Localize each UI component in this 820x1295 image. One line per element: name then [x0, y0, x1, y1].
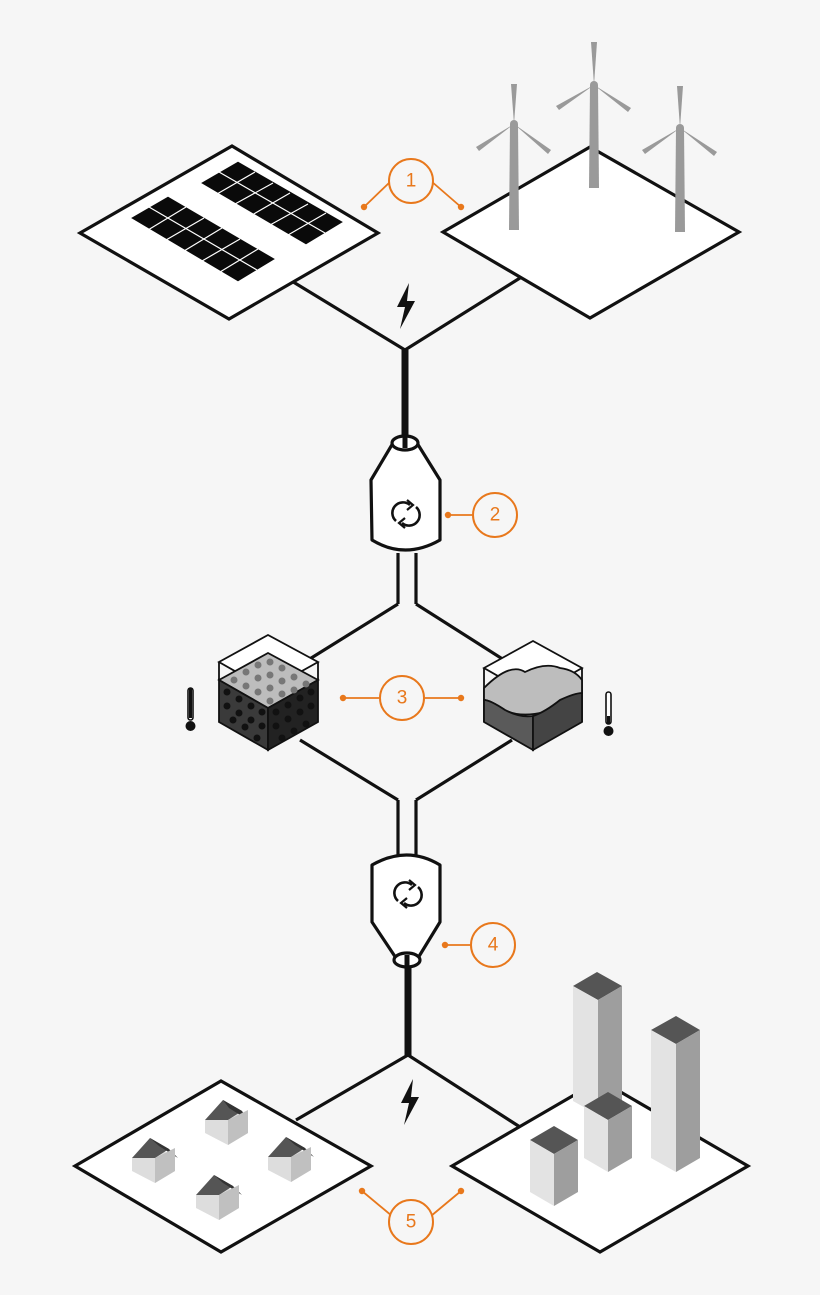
marker-label: 1 [406, 171, 417, 192]
converter-icon [369, 434, 442, 604]
building-icon [573, 972, 622, 1115]
converter-icon [370, 853, 442, 969]
double-cable-bottom [396, 800, 418, 855]
bottom-junction [295, 1053, 521, 1129]
refresh-icon [391, 499, 421, 529]
marker-5-consumption: 5 [358, 1187, 465, 1245]
wind-turbine-icon [476, 84, 551, 230]
marker-label: 2 [490, 505, 501, 526]
refresh-icon [393, 879, 423, 909]
storage-loop [299, 602, 513, 802]
marker-2-charging: 2 [444, 492, 518, 538]
lightning-bolt-icon [397, 283, 415, 329]
building-icon [530, 1126, 578, 1206]
house-icon [205, 1100, 248, 1145]
thermometer-icon [185, 687, 196, 731]
wind-turbine-icon [556, 42, 631, 188]
marker-label: 5 [406, 1212, 417, 1233]
solar-panel-icon [128, 160, 346, 283]
marker-4-discharging: 4 [441, 922, 516, 968]
marker-1-generation: 1 [360, 158, 465, 211]
thermometer-icon [603, 691, 614, 736]
building-icon [651, 1016, 700, 1172]
residential-area [71, 1079, 375, 1254]
marker-3-storage: 3 [339, 675, 465, 721]
commercial-area [448, 972, 752, 1254]
lightning-bolt-icon [401, 1079, 419, 1125]
storage-tank-icon [217, 633, 320, 752]
house-icon [132, 1138, 178, 1183]
house-icon [268, 1137, 314, 1182]
house-icon [196, 1175, 242, 1220]
wind-field [439, 42, 743, 320]
solar-field [76, 144, 382, 321]
building-icon [584, 1092, 632, 1172]
marker-label: 3 [397, 688, 408, 709]
wind-turbine-icon [642, 86, 717, 232]
storage-tank-icon [482, 639, 584, 752]
marker-label: 4 [488, 935, 499, 956]
